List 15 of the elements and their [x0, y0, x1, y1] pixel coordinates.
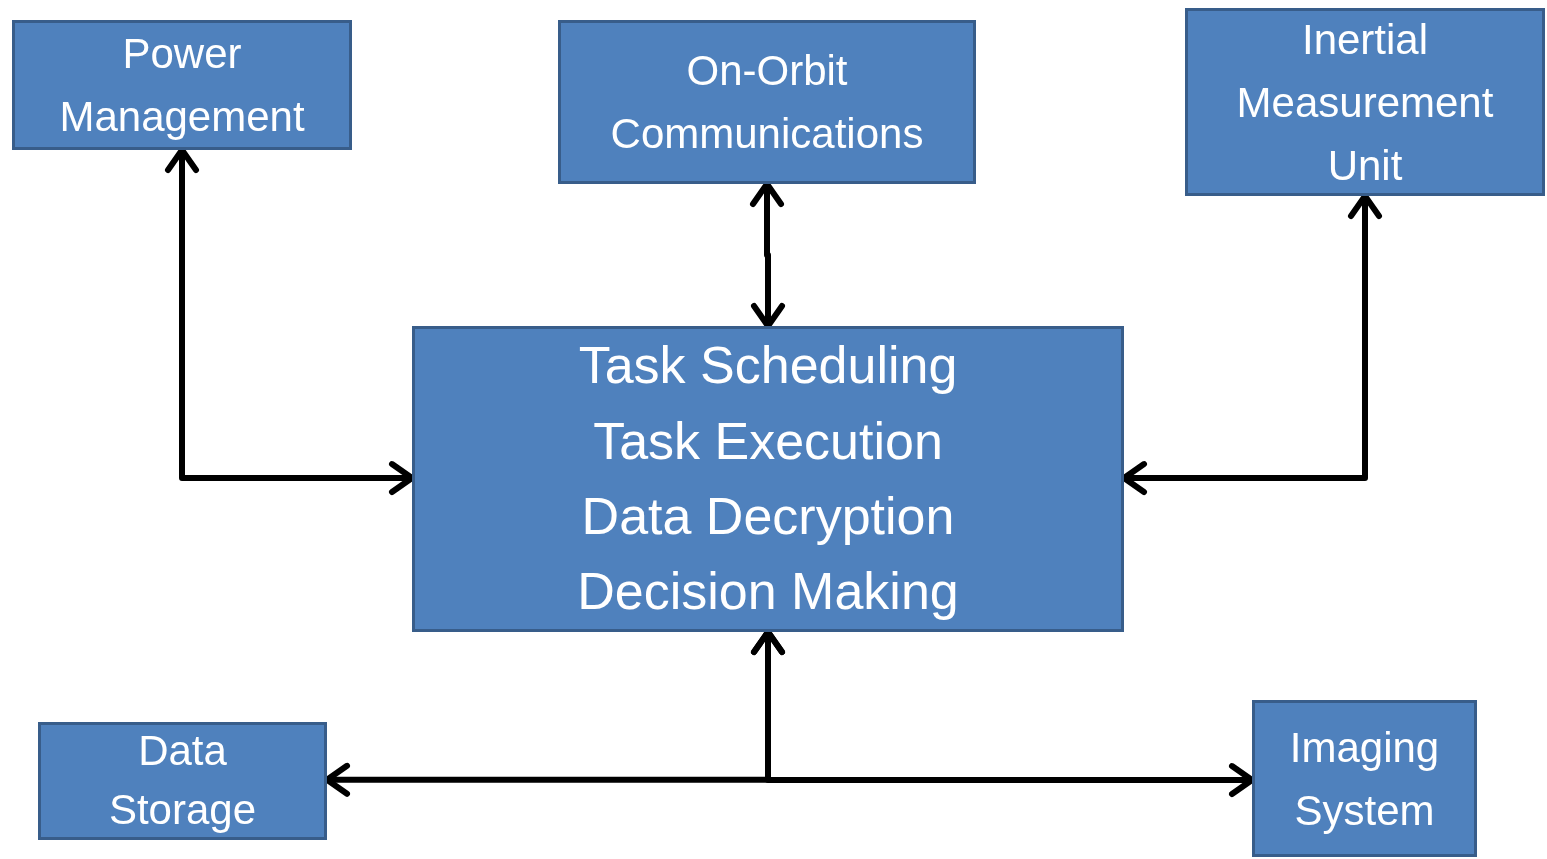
box-label: Task Execution	[593, 410, 943, 472]
process-box	[558, 20, 976, 184]
box-label: Power Management	[58, 29, 306, 142]
box-label: Data Decryption	[581, 486, 955, 547]
box-label: Task Scheduling	[578, 335, 958, 397]
process-box	[412, 326, 1124, 632]
box-label: On-Orbit Communications	[609, 46, 925, 159]
process-box	[38, 722, 327, 840]
process-box	[1185, 8, 1545, 196]
box-label: Data Storage	[107, 726, 258, 835]
process-box	[12, 20, 352, 150]
process-box	[1252, 700, 1477, 857]
box-label: Imaging System	[1288, 722, 1441, 836]
box-label: Inertial Measurement Unit	[1235, 14, 1495, 191]
box-label: Decision Making	[577, 561, 959, 623]
